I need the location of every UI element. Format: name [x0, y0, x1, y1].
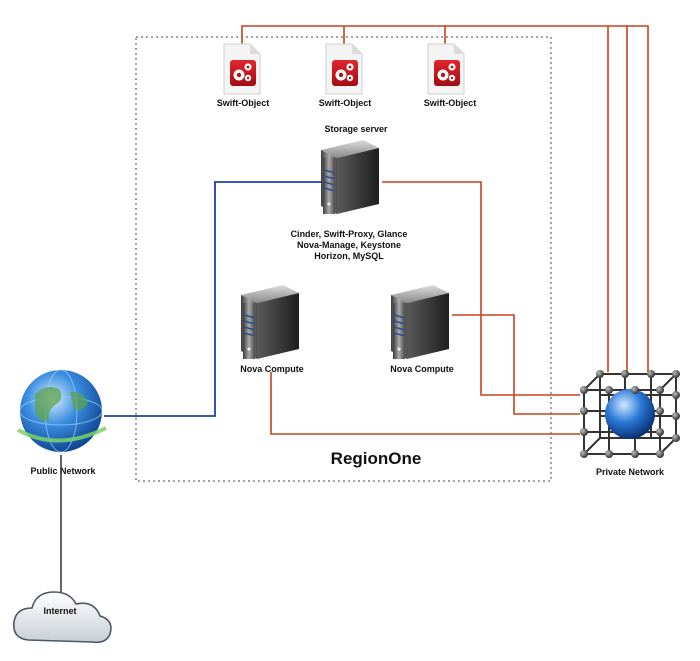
internet-label: Internet — [43, 606, 77, 616]
region-boundary — [135, 36, 552, 482]
document-gear-icon — [325, 43, 363, 95]
document-gear-icon — [427, 43, 465, 95]
service-line: Horizon, MySQL — [314, 251, 384, 261]
swift-object-label-2: Swift-Object — [318, 98, 372, 108]
globe-icon — [17, 369, 107, 453]
private-network-label: Private Network — [595, 467, 665, 477]
region-label: RegionOne — [330, 449, 422, 468]
cloud-icon — [12, 591, 112, 644]
public-network-link — [104, 181, 322, 417]
link-storage — [382, 181, 580, 396]
public-network-label: Public Network — [30, 466, 96, 476]
service-line: Nova-Manage, Keystone — [296, 240, 402, 250]
nova-compute-label-1: Nova Compute — [240, 364, 304, 374]
storage-server-title: Storage server — [324, 124, 388, 134]
document-gear-icon — [223, 43, 261, 95]
link-compute-1 — [270, 372, 580, 435]
storage-server-services: Cinder, Swift-Proxy, Glance Nova-Manage,… — [291, 229, 408, 262]
server-icon — [240, 284, 300, 360]
nova-compute-label-2: Nova Compute — [390, 364, 454, 374]
swift-object-label-3: Swift-Object — [423, 98, 477, 108]
link-compute-2 — [452, 314, 580, 415]
service-line: Cinder, Swift-Proxy, Glance — [290, 229, 408, 239]
swift-object-label-1: Swift-Object — [216, 98, 270, 108]
server-icon — [390, 284, 450, 360]
server-icon — [320, 139, 380, 215]
network-cube-icon — [580, 370, 680, 458]
private-network-links — [241, 25, 649, 435]
